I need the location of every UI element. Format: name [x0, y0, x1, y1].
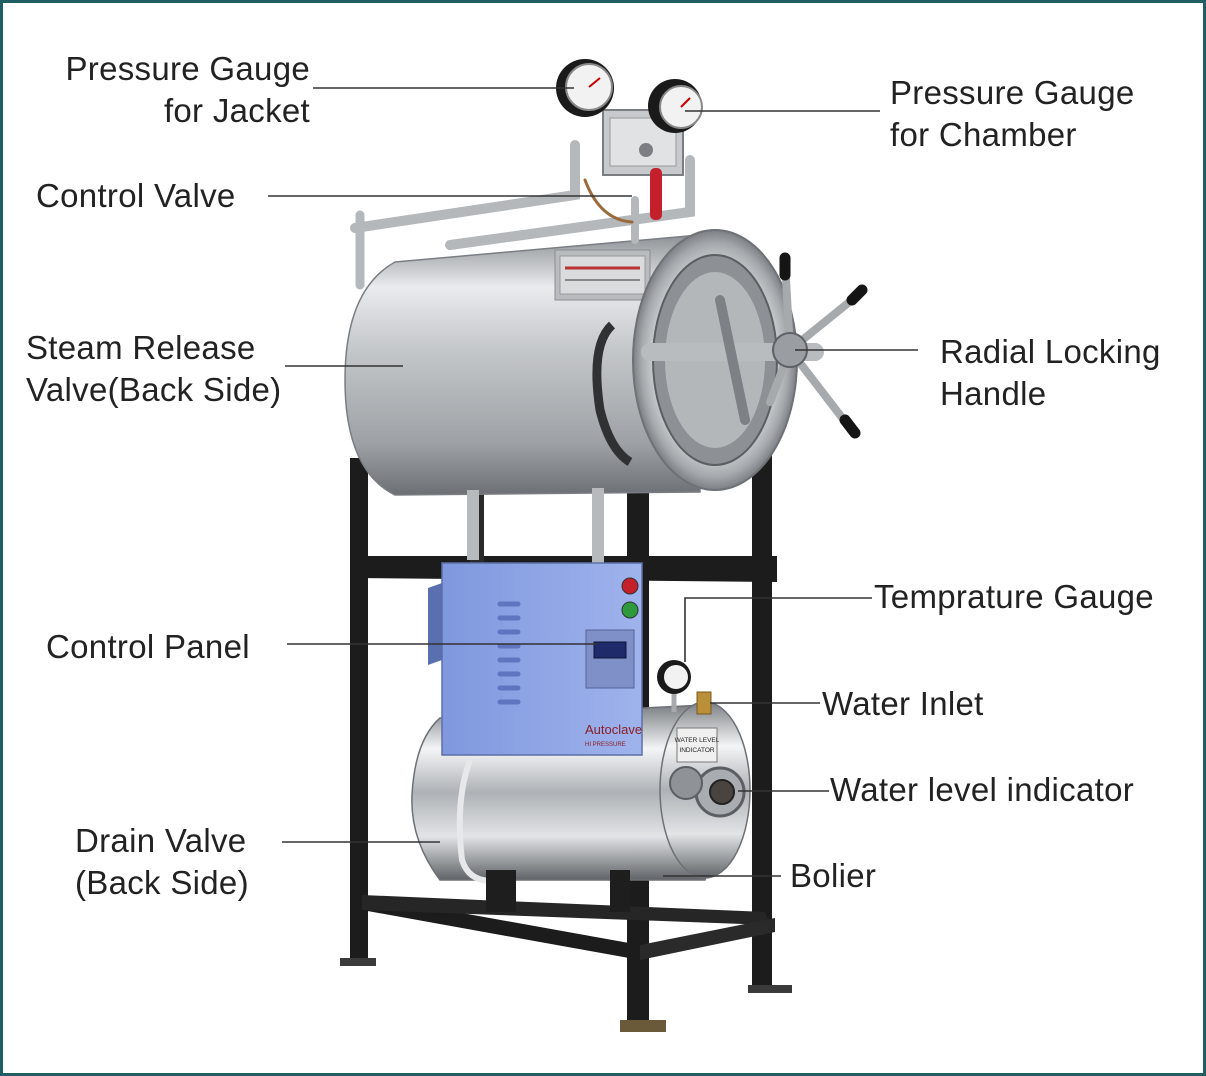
panel-red-lamp: [621, 577, 639, 595]
label-pressure-gauge-jacket-line1: Pressure Gauge: [65, 50, 310, 87]
panel-green-lamp: [621, 601, 639, 619]
leader-temprature-gauge: [684, 597, 872, 662]
label-drain-valve: Drain Valve (Back Side): [75, 820, 249, 904]
pressure-gauge-chamber: [648, 79, 703, 133]
label-pressure-gauge-jacket-line2: for Jacket: [163, 92, 310, 129]
radial-locking-handle: [641, 252, 868, 439]
label-radial-locking-handle: Radial Locking Handle: [940, 331, 1161, 415]
label-radial-locking-handle-line2: Handle: [940, 375, 1047, 412]
label-water-level-indicator-text: Water level indicator: [830, 771, 1135, 808]
label-bolier-text: Bolier: [790, 857, 877, 894]
label-water-inlet: Water Inlet: [822, 683, 984, 725]
label-bolier: Bolier: [790, 855, 876, 897]
label-water-level-indicator: Water level indicator: [830, 769, 1134, 811]
control-panel-box: Autoclave HI PRESSURE: [428, 562, 643, 756]
water-level-indicator: WATER LEVEL INDICATOR: [669, 727, 746, 818]
label-pressure-gauge-chamber-line1: Pressure Gauge: [890, 74, 1135, 111]
label-temprature-gauge-text: Temprature Gauge: [874, 578, 1154, 615]
leader-lines: [268, 87, 918, 877]
label-steam-release-valve: Steam Release Valve(Back Side): [26, 327, 281, 411]
label-steam-release-valve-line2: Valve(Back Side): [26, 371, 282, 408]
top-pipework: [350, 140, 695, 290]
panel-vents: [497, 601, 521, 705]
label-drain-valve-line2: (Back Side): [75, 864, 249, 901]
panel-brand: Autoclave: [585, 722, 642, 737]
label-pressure-gauge-chamber: Pressure Gauge for Chamber: [890, 72, 1135, 156]
label-pressure-gauge-jacket: Pressure Gauge for Jacket: [20, 48, 310, 132]
label-control-panel-text: Control Panel: [46, 628, 250, 665]
temperature-controller-display: [593, 641, 627, 659]
water-inlet: [696, 691, 712, 715]
label-temprature-gauge: Temprature Gauge: [874, 576, 1154, 618]
water-level-sign-line2: INDICATOR: [679, 747, 714, 754]
pressure-gauge-jacket: [556, 59, 614, 117]
water-level-sign-line1: WATER LEVEL: [675, 737, 720, 744]
label-control-valve: Control Valve: [36, 175, 236, 217]
label-water-inlet-text: Water Inlet: [822, 685, 984, 722]
label-pressure-gauge-chamber-line2: for Chamber: [890, 116, 1077, 153]
chamber-supports: [467, 488, 604, 563]
panel-subtitle: HI PRESSURE: [585, 742, 626, 748]
label-control-valve-text: Control Valve: [36, 177, 236, 214]
label-drain-valve-line1: Drain Valve: [75, 822, 247, 859]
stand-frame: [340, 450, 792, 1032]
label-control-panel: Control Panel: [46, 626, 250, 668]
label-radial-locking-handle-line1: Radial Locking: [940, 333, 1161, 370]
temprature-gauge: [657, 660, 691, 712]
label-steam-release-valve-line1: Steam Release: [26, 329, 256, 366]
